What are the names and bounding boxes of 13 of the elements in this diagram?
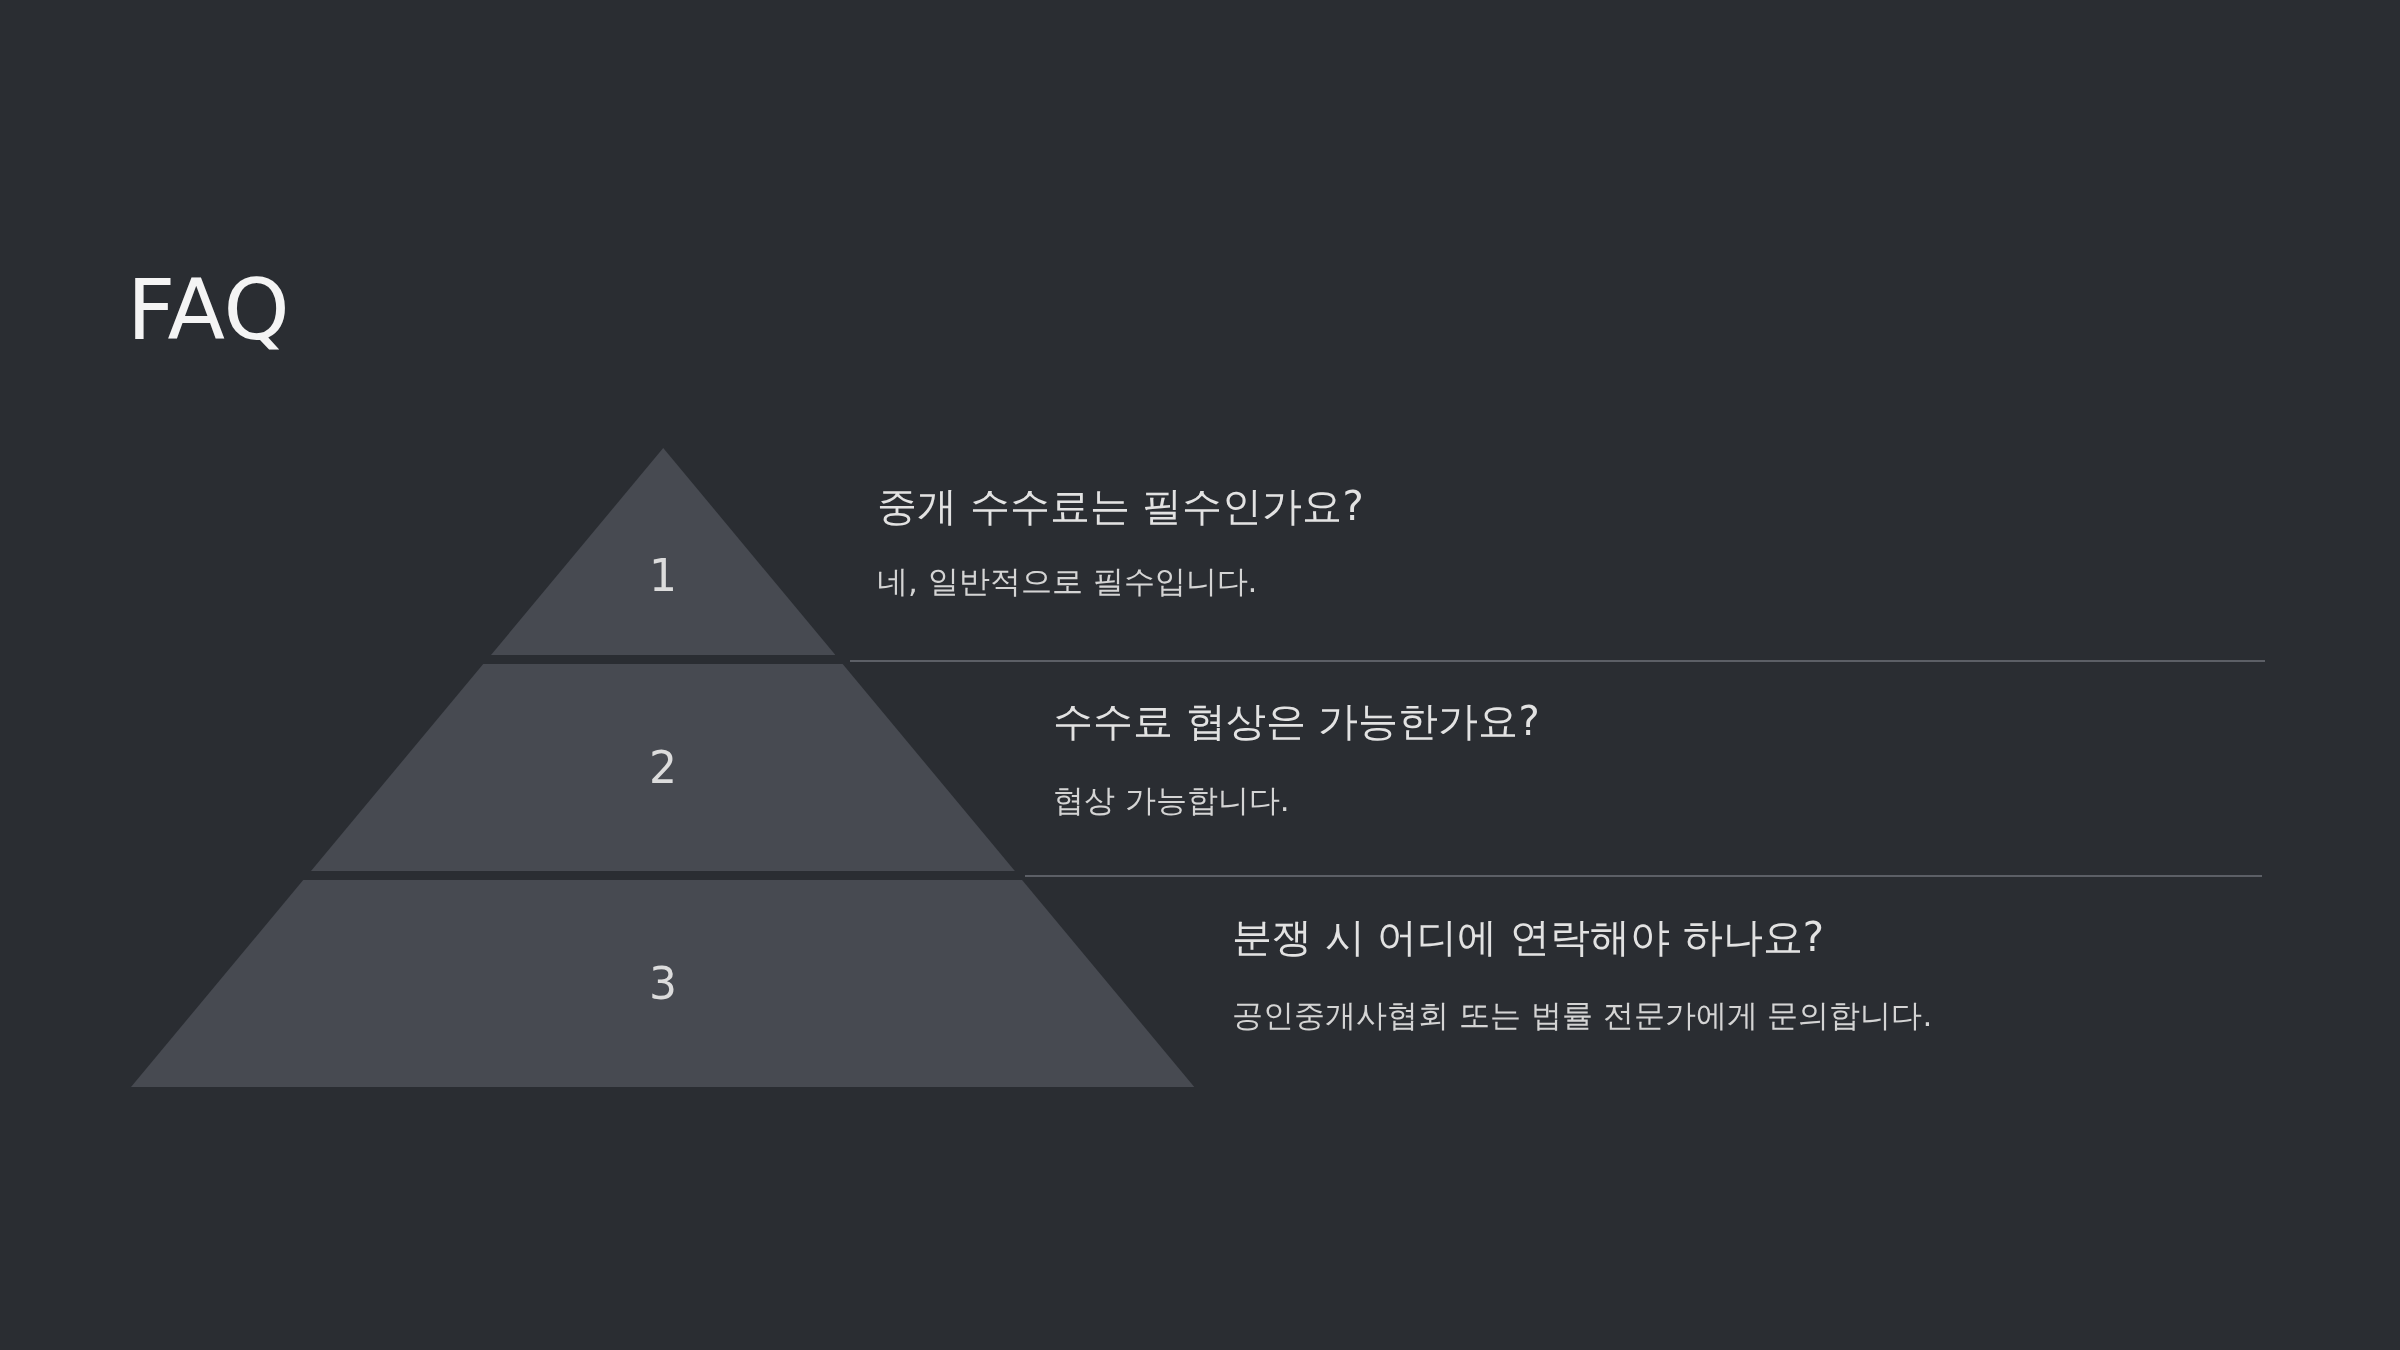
answer-text: 네, 일반적으로 필수입니다.	[877, 563, 1258, 601]
pyramid-tier	[311, 664, 1015, 871]
pyramid-tier	[131, 880, 1195, 1087]
tier-number: 2	[648, 745, 678, 790]
tier-number: 3	[648, 961, 678, 1006]
pyramid-top-triangle	[490, 448, 836, 655]
question-text: 수수료 협상은 가능한가요?	[1053, 697, 1540, 745]
answer-text: 공인중개사협회 또는 법률 전문가에게 문의합니다.	[1232, 997, 1933, 1035]
answer-text: 협상 가능합니다.	[1053, 782, 1290, 820]
tier-number: 1	[648, 554, 678, 599]
question-text: 분쟁 시 어디에 연락해야 하나요?	[1232, 913, 1825, 961]
question-text: 중개 수수료는 필수인가요?	[877, 482, 1364, 530]
slide-title: FAQ	[127, 268, 290, 352]
